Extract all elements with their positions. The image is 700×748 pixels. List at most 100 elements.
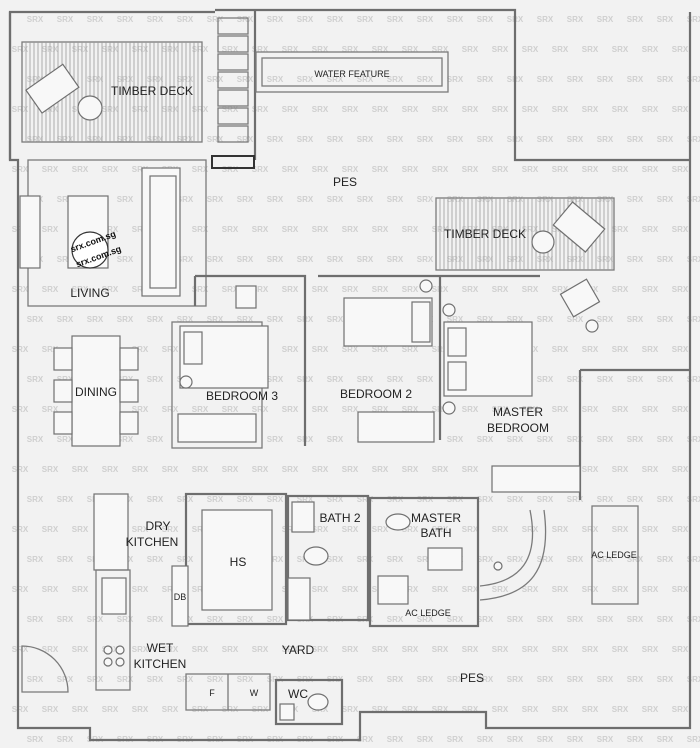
watermark-srx: SRX bbox=[102, 165, 119, 174]
watermark-srx: SRX bbox=[237, 675, 254, 684]
watermark-srx: SRX bbox=[267, 195, 284, 204]
watermark-srx: SRX bbox=[327, 435, 344, 444]
watermark-srx: SRX bbox=[87, 615, 104, 624]
watermark-srx: SRX bbox=[252, 165, 269, 174]
watermark-srx: SRX bbox=[12, 465, 29, 474]
watermark-srx: SRX bbox=[447, 315, 464, 324]
watermark-srx: SRX bbox=[252, 285, 269, 294]
watermark-srx: SRX bbox=[252, 45, 269, 54]
watermark-srx: SRX bbox=[327, 555, 344, 564]
bath-2: BATH 2 bbox=[286, 494, 370, 622]
watermark-srx: SRX bbox=[357, 375, 374, 384]
watermark-srx: SRX bbox=[417, 195, 434, 204]
watermark-srx: SRX bbox=[627, 555, 644, 564]
watermark-srx: SRX bbox=[387, 735, 404, 744]
watermark-srx: SRX bbox=[252, 105, 269, 114]
watermark-srx: SRX bbox=[537, 435, 554, 444]
label-timber-deck-2: TIMBER DECK bbox=[444, 227, 526, 241]
watermark-srx: SRX bbox=[387, 195, 404, 204]
watermark-srx: SRX bbox=[507, 615, 524, 624]
watermark-srx: SRX bbox=[417, 555, 434, 564]
label-ac-ledge-bottom: AC LEDGE bbox=[405, 608, 451, 618]
watermark-srx: SRX bbox=[537, 675, 554, 684]
watermark-srx: SRX bbox=[687, 435, 700, 444]
watermark-srx: SRX bbox=[657, 435, 674, 444]
watermark-srx: SRX bbox=[642, 705, 659, 714]
watermark-srx: SRX bbox=[687, 675, 700, 684]
watermark-srx: SRX bbox=[402, 525, 419, 534]
watermark-srx: SRX bbox=[567, 15, 584, 24]
watermark-srx: SRX bbox=[27, 15, 44, 24]
watermark-srx: SRX bbox=[477, 75, 494, 84]
watermark-srx: SRX bbox=[162, 465, 179, 474]
watermark-srx: SRX bbox=[297, 495, 314, 504]
watermark-srx: SRX bbox=[357, 195, 374, 204]
watermark-srx: SRX bbox=[417, 75, 434, 84]
watermark-srx: SRX bbox=[357, 255, 374, 264]
watermark-srx: SRX bbox=[297, 15, 314, 24]
entry-steps bbox=[211, 17, 255, 169]
watermark-srx: SRX bbox=[477, 735, 494, 744]
watermark-srx: SRX bbox=[342, 225, 359, 234]
watermark-srx: SRX bbox=[642, 465, 659, 474]
watermark-srx: SRX bbox=[147, 675, 164, 684]
watermark-srx: SRX bbox=[672, 705, 689, 714]
watermark-srx: SRX bbox=[597, 375, 614, 384]
watermark-srx: SRX bbox=[27, 615, 44, 624]
watermark-srx: SRX bbox=[672, 165, 689, 174]
watermark-srx: SRX bbox=[672, 465, 689, 474]
watermark-srx: SRX bbox=[102, 465, 119, 474]
watermark-srx: SRX bbox=[177, 15, 194, 24]
watermark-srx: SRX bbox=[237, 315, 254, 324]
watermark-srx: SRX bbox=[657, 315, 674, 324]
watermark-srx: SRX bbox=[627, 135, 644, 144]
watermark-srx: SRX bbox=[267, 375, 284, 384]
watermark-srx: SRX bbox=[372, 225, 389, 234]
watermark-srx: SRX bbox=[27, 555, 44, 564]
watermark-srx: SRX bbox=[597, 435, 614, 444]
watermark-srx: SRX bbox=[612, 465, 629, 474]
watermark-srx: SRX bbox=[162, 585, 179, 594]
watermark-srx: SRX bbox=[672, 105, 689, 114]
watermark-srx: SRX bbox=[147, 375, 164, 384]
watermark-srx: SRX bbox=[552, 105, 569, 114]
watermark-srx: SRX bbox=[42, 585, 59, 594]
watermark-srx: SRX bbox=[642, 105, 659, 114]
watermark-srx: SRX bbox=[177, 675, 194, 684]
watermark-srx: SRX bbox=[462, 585, 479, 594]
watermark-srx: SRX bbox=[282, 345, 299, 354]
watermark-srx: SRX bbox=[132, 345, 149, 354]
watermark-srx: SRX bbox=[657, 195, 674, 204]
watermark-srx: SRX bbox=[627, 75, 644, 84]
timber-deck-top-left: TIMBER DECK bbox=[21, 41, 203, 143]
watermark-srx: SRX bbox=[207, 255, 224, 264]
watermark-srx: SRX bbox=[207, 135, 224, 144]
watermark-srx: SRX bbox=[672, 225, 689, 234]
watermark-srx: SRX bbox=[357, 495, 374, 504]
watermark-srx: SRX bbox=[72, 45, 89, 54]
watermark-srx: SRX bbox=[612, 345, 629, 354]
watermark-srx: SRX bbox=[417, 735, 434, 744]
watermark-srx: SRX bbox=[147, 15, 164, 24]
label-fridge: F bbox=[209, 688, 215, 698]
label-master-bath-1: MASTER bbox=[411, 511, 461, 525]
watermark-srx: SRX bbox=[237, 255, 254, 264]
watermark-srx: SRX bbox=[657, 735, 674, 744]
watermark-srx: SRX bbox=[342, 585, 359, 594]
watermark-srx: SRX bbox=[342, 525, 359, 534]
watermark-srx: SRX bbox=[192, 225, 209, 234]
watermark-srx: SRX bbox=[552, 705, 569, 714]
watermark-srx: SRX bbox=[192, 585, 209, 594]
watermark-srx: SRX bbox=[672, 525, 689, 534]
watermark-srx: SRX bbox=[552, 285, 569, 294]
watermark-srx: SRX bbox=[12, 405, 29, 414]
watermark-srx: SRX bbox=[177, 195, 194, 204]
watermark-srx: SRX bbox=[537, 255, 554, 264]
watermark-srx: SRX bbox=[222, 165, 239, 174]
watermark-srx: SRX bbox=[372, 645, 389, 654]
watermark-srx: SRX bbox=[432, 465, 449, 474]
watermark-srx: SRX bbox=[57, 435, 74, 444]
watermark-srx: SRX bbox=[612, 405, 629, 414]
watermark-srx: SRX bbox=[597, 735, 614, 744]
watermark-srx: SRX bbox=[627, 615, 644, 624]
